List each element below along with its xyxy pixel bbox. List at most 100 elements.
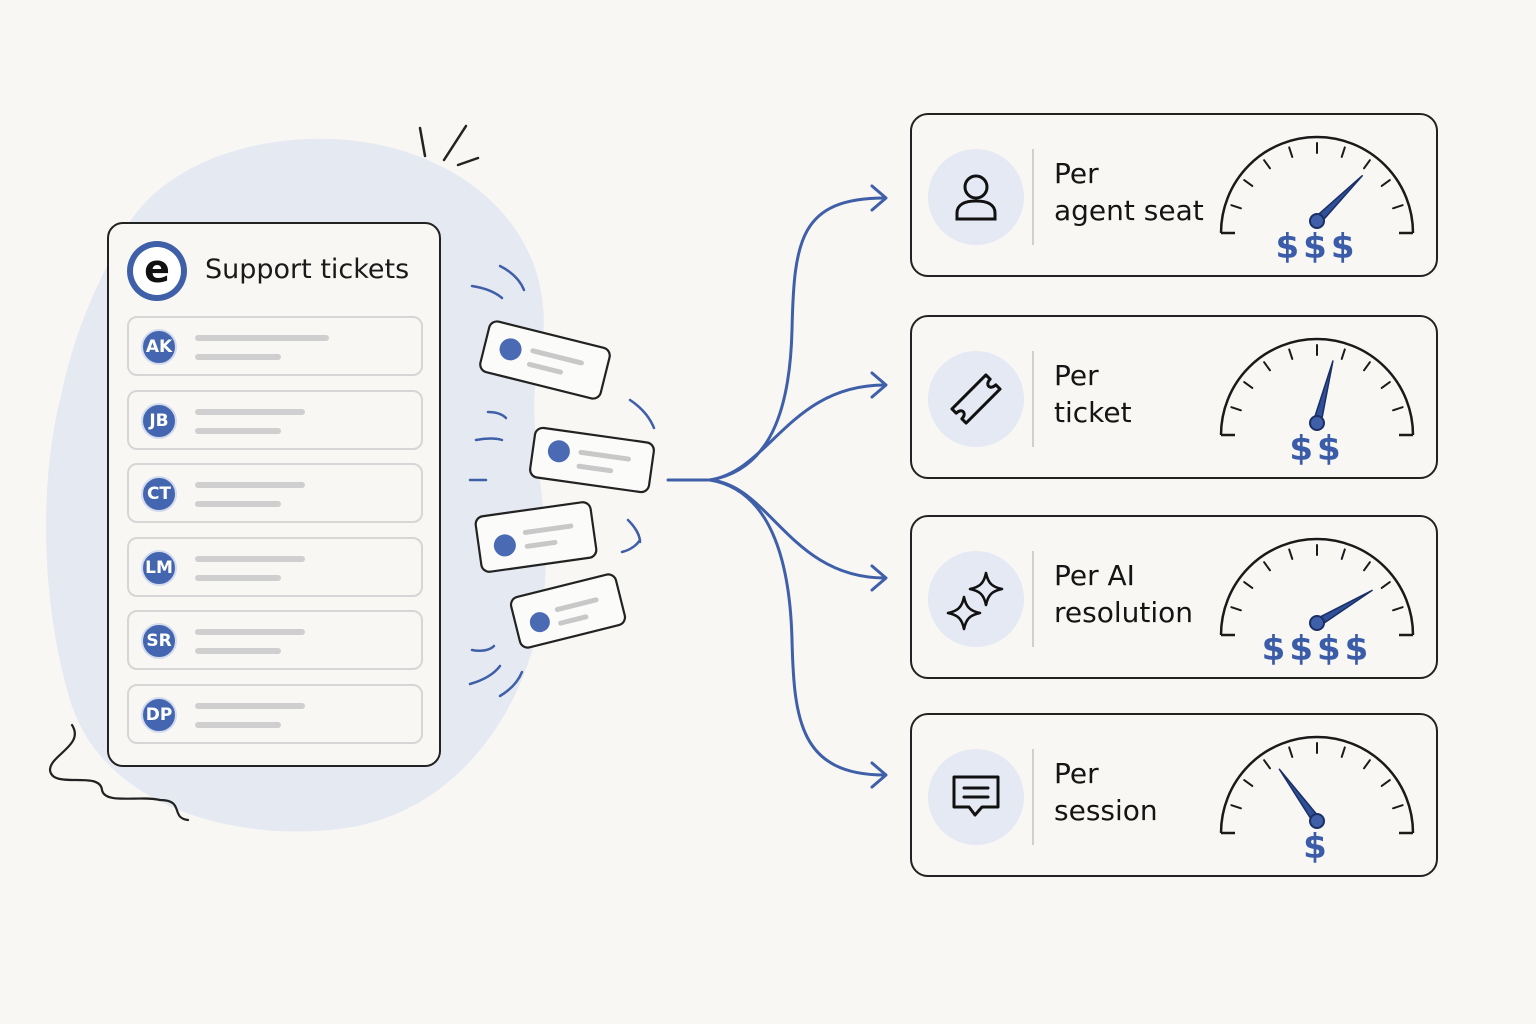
arrowhead [870,761,888,789]
gauge-tick [1340,746,1346,758]
burst-lines [418,124,480,167]
gauge-arc [1219,735,1415,834]
price-indicator: $$$$ [1261,629,1373,669]
connector-line [708,478,887,777]
gauge-tick [1243,179,1254,187]
gauge-tick [1363,759,1371,770]
cost-gauge [1219,337,1415,437]
gauge-tick [1380,779,1391,787]
placeholder-line [195,702,305,709]
avatar: AK [141,329,177,365]
gauge-tick [1363,561,1371,572]
gauge-hub [1309,415,1325,431]
gauge-arc [1219,337,1415,436]
ticket-row: DP [127,683,423,744]
gauge-tick [1243,779,1254,787]
icon-badge [928,351,1024,447]
ticket-row: CT [127,463,423,523]
gauge-tick [1340,348,1346,360]
gauge-tick [1380,381,1391,389]
placeholder-line [195,354,281,360]
gauge-tick [1363,361,1371,372]
gauge-tick [1243,581,1254,589]
placeholder-line [195,555,305,562]
icon-badge [928,749,1024,845]
logo-letter: e [133,247,181,295]
gauge-arc [1219,135,1415,234]
price-indicator: $ [1303,827,1331,867]
chat-icon [952,775,1000,817]
gauge-hub [1309,615,1325,631]
label-line: Per [1054,757,1099,790]
gauge-tick [1340,146,1346,158]
app-logo: e [127,241,187,301]
flying-ticket [509,573,627,649]
gauge-tick [1288,746,1294,758]
gauge-tick [1263,159,1271,170]
gauge-tick [1263,561,1271,572]
pricing-card-ticket: Per ticket $$ [910,315,1438,479]
placeholder-line [195,501,281,507]
placeholder-line [195,648,281,654]
gauge-tick [1230,804,1242,810]
flying-ticket [474,501,598,573]
gauge-tick [1243,381,1254,389]
ticket-list: AK JB CT LM SR DP [127,316,423,757]
placeholder-line [195,427,281,434]
label-line: agent seat [1054,194,1204,227]
connector-arrows [666,184,888,789]
pricing-card-ai-resolution: Per AI resolution $$$$ [910,515,1438,679]
gauge-tick [1230,204,1242,210]
ticket-row: SR [127,610,423,670]
flying-ticket [529,426,655,494]
avatar: DP [141,696,177,733]
cost-gauge [1219,135,1415,235]
ticket-row: JB [127,389,423,450]
placeholder-line [195,408,305,415]
flying-tickets [474,320,655,649]
avatar: CT [141,476,177,512]
person-icon [955,174,997,221]
ticket-row: AK [127,316,423,376]
divider [1032,551,1034,647]
placeholder-line [195,335,329,341]
ticket-row: LM [127,536,423,597]
connector-line [708,383,887,482]
support-tickets-panel: e Support tickets AK JB CT LM SR [107,222,441,767]
gauge-tick [1380,581,1391,589]
price-indicator: $$ [1289,429,1345,469]
cost-gauge [1219,735,1415,835]
gauge-tick [1288,548,1294,560]
gauge-tick [1340,548,1346,560]
label-line: Per [1054,359,1099,392]
placeholder-line [195,629,305,635]
divider [1032,351,1034,447]
sparkles-icon [946,571,1004,631]
flying-ticket [479,320,611,400]
ticket-icon [950,373,1002,425]
placeholder-line [195,721,281,728]
cost-gauge [1219,537,1415,637]
gauge-needle [1312,360,1334,425]
label-line: ticket [1054,396,1132,429]
gauge-tick [1230,606,1242,612]
gauge-tick [1263,361,1271,372]
motion-arcs [468,264,656,698]
label-line: Per [1054,157,1099,190]
pricing-model-label: Per AI resolution [1054,557,1193,631]
gauge-tick [1288,146,1294,158]
gauge-hub [1309,813,1325,829]
arrowhead [870,564,888,592]
gauge-tick [1380,179,1391,187]
avatar: SR [141,623,177,659]
pricing-model-label: Per session [1054,755,1158,829]
divider [1032,749,1034,845]
pricing-card-agent-seat: Per agent seat $$$ [910,113,1438,277]
gauge-tick [1363,159,1371,170]
price-indicator: $$$ [1275,227,1359,267]
panel-title: Support tickets [205,254,410,285]
label-line: session [1054,794,1158,827]
arrowhead [870,371,888,399]
connector-line [708,478,887,580]
gauge-tick [1392,804,1404,810]
